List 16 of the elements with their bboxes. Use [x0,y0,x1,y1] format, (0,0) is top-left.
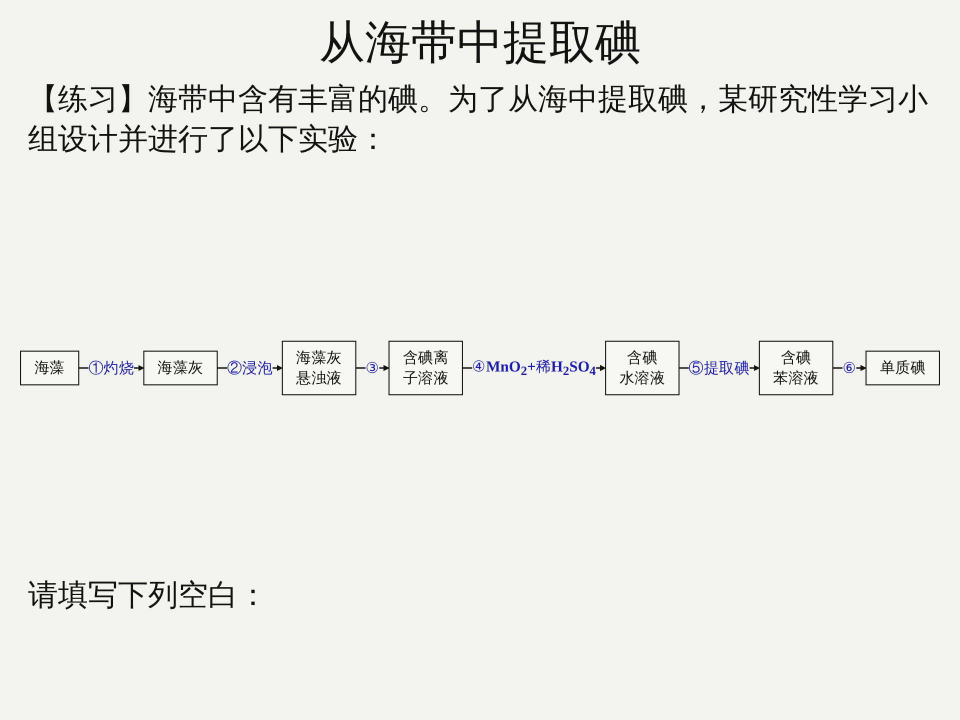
node-box: 海藻灰 [143,350,218,386]
edge-label: ②浸泡 [226,359,273,377]
edge-label: ①灼烧 [88,359,134,377]
title: 从海带中提取碘 [319,16,641,70]
node-box: 海藻 [20,350,80,386]
edge-label: ⑥ [842,359,856,377]
node-box: 含碘水溶液 [605,340,680,396]
edge-label: ③ [365,359,380,377]
node-box: 含碘苯溶液 [758,340,834,396]
exercise-text: 【练习】海带中含有丰富的碘。为了从海中提取碘，某研究性学习小组设计并进行了以下实验： [28,82,929,158]
node-box: 海藻灰悬浊液 [282,340,356,396]
edge-label: ⑤提取碘 [688,359,750,377]
node-box: 含碘离子溶液 [388,340,463,396]
question-text: 请填写下列空白： [28,578,268,614]
node-box: 单质碘 [866,350,940,386]
edge-label: ④MnO$_{2}$+稀H$_{2}$SO$_{4}$ [472,358,596,378]
